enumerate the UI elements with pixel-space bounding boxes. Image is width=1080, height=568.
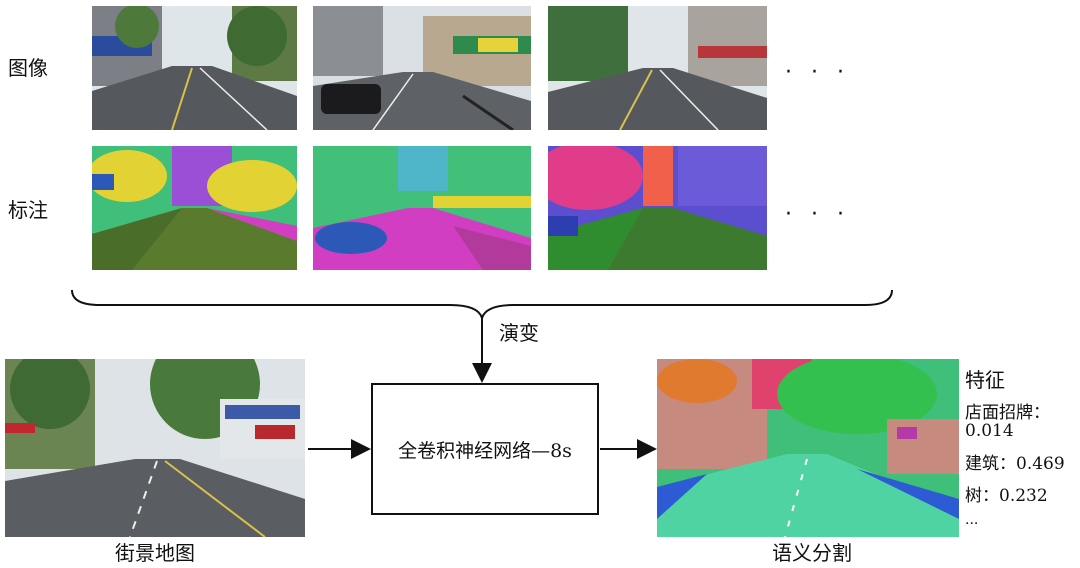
feature-item-building: 建筑：0.469 xyxy=(965,454,1065,474)
annotation-row-ellipsis: · · · xyxy=(785,202,850,227)
features-title: 特征 xyxy=(965,368,1005,392)
evolution-label: 演变 xyxy=(499,321,539,345)
image-row-ellipsis: · · · xyxy=(785,60,850,85)
street-view-input-photo xyxy=(5,359,305,537)
features-more: ... xyxy=(965,512,979,528)
input-caption: 街景地图 xyxy=(115,541,195,565)
row-label-image: 图像 xyxy=(8,56,48,80)
annotation-map-1 xyxy=(92,146,297,270)
feature-item-tree: 树：0.232 xyxy=(965,486,1048,506)
annotation-map-2 xyxy=(313,146,531,270)
feature-label: 店面招牌： xyxy=(965,403,1050,423)
feature-label: 建筑： xyxy=(965,454,1016,474)
fcn-network-box: 全卷积神经网络—8s xyxy=(371,383,599,515)
semantic-segmentation-output xyxy=(657,359,959,537)
grouping-brace xyxy=(71,289,893,322)
network-label: 全卷积神经网络—8s xyxy=(398,439,572,462)
street-photo-2 xyxy=(313,6,531,130)
street-photo-1 xyxy=(92,6,297,130)
feature-label: 树： xyxy=(965,486,999,506)
row-label-annotation: 标注 xyxy=(8,198,48,222)
output-caption: 语义分割 xyxy=(772,541,852,565)
feature-value: 0.469 xyxy=(1016,454,1065,474)
street-photo-3 xyxy=(548,6,767,130)
feature-item-signboard: 店面招牌： 0.014 xyxy=(965,403,1050,441)
feature-value: 0.014 xyxy=(965,420,1014,441)
annotation-map-3 xyxy=(548,146,767,270)
feature-value: 0.232 xyxy=(999,486,1048,506)
